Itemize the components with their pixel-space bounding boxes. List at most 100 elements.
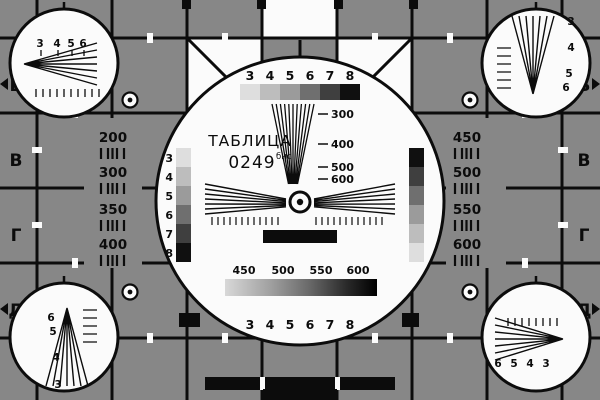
wedge-label: 600 xyxy=(331,173,354,186)
bottom-step-number: 3 xyxy=(246,317,255,332)
edge-marker-right-top xyxy=(592,78,600,90)
scale-grating-right xyxy=(453,148,480,266)
grayscale-step xyxy=(340,84,360,100)
row-letter-left-v: В xyxy=(10,151,23,171)
step-number: 7 xyxy=(326,68,335,83)
scale-label: 350 xyxy=(99,202,127,218)
scale-grating-left xyxy=(99,148,126,266)
registration-target xyxy=(121,283,139,301)
corner-number: 4 xyxy=(526,358,533,370)
side-strip-step xyxy=(409,148,424,167)
strip-number: 7 xyxy=(165,228,173,241)
corner-number: 3 xyxy=(542,358,549,370)
scale-label: 550 xyxy=(453,202,481,218)
corner-circle-tl: 3 4 5 6 xyxy=(8,7,120,119)
step-number: 3 xyxy=(246,68,255,83)
bottom-black-bar xyxy=(205,377,395,390)
bottom-bar-notch xyxy=(335,377,340,390)
grayscale-step xyxy=(280,84,300,100)
corner-number: 3 xyxy=(36,38,43,50)
black-square-left xyxy=(179,313,200,327)
tick-row-br xyxy=(507,318,558,326)
burst-label: 550 xyxy=(310,264,333,277)
burst-label: 600 xyxy=(347,264,370,277)
main-test-circle: 3 4 5 6 7 8 300 400 500 600 ТАБЛИЦА 0249… xyxy=(154,55,446,347)
scale-label: 450 xyxy=(453,130,481,146)
wedge-label: 300 xyxy=(331,108,354,121)
vertical-wedge-fan xyxy=(271,103,315,185)
side-strip-step xyxy=(176,148,191,167)
edge-marker-right-bottom xyxy=(592,303,600,315)
bottom-step-number: 8 xyxy=(346,317,355,332)
corner-circle xyxy=(480,281,592,393)
scale-label: 300 xyxy=(99,165,127,181)
bottom-step-number: 7 xyxy=(326,317,335,332)
registration-target xyxy=(121,91,139,109)
corner-number-ticks xyxy=(40,50,85,56)
burst-label: 500 xyxy=(272,264,295,277)
row-letter-right-v: В xyxy=(578,151,591,171)
side-strip-step xyxy=(176,167,191,186)
row-letter-right-g: Г xyxy=(579,226,590,246)
card-code-sup: бнс xyxy=(276,152,292,162)
side-strip-step xyxy=(409,243,424,262)
grayscale-step xyxy=(320,84,340,100)
strip-number: 4 xyxy=(165,171,173,184)
corner-circle-tr: 3 4 5 6 xyxy=(480,7,592,119)
corner-number: 5 xyxy=(67,38,74,50)
registration-targets xyxy=(121,91,479,301)
bottom-center-bar xyxy=(263,389,337,400)
top-castellations xyxy=(182,0,418,9)
frequency-scale-left: 200 300 350 400 xyxy=(99,130,127,266)
corner-number: 5 xyxy=(510,358,517,370)
corner-number: 6 xyxy=(562,82,569,94)
wedge-fan-br xyxy=(494,317,564,361)
wedge-fan-tr xyxy=(511,15,555,95)
corner-number: 5 xyxy=(49,326,56,338)
side-strip-step xyxy=(176,186,191,205)
step-number: 8 xyxy=(346,68,355,83)
strip-number: 3 xyxy=(165,152,173,165)
bottom-bar-notch xyxy=(260,377,265,390)
grayscale-step xyxy=(260,84,280,100)
corner-number: 6 xyxy=(47,312,54,324)
side-strip-step xyxy=(409,186,424,205)
step-number: 5 xyxy=(286,68,295,83)
wedge-fan-tl xyxy=(23,42,98,86)
wedge-label: 400 xyxy=(331,138,354,151)
row-letter-left-g: Г xyxy=(11,226,22,246)
line-comb-right xyxy=(315,217,383,225)
horizontal-wedge-right xyxy=(313,183,396,215)
side-strip-step xyxy=(176,205,191,224)
scale-label: 500 xyxy=(453,165,481,181)
side-strip-step xyxy=(176,243,191,262)
step-number: 4 xyxy=(266,68,275,83)
scale-label: 200 xyxy=(99,130,127,146)
corner-circle-bl: 6 5 4 3 xyxy=(8,281,120,393)
tick-row-bl xyxy=(83,309,97,343)
grayscale-step xyxy=(300,84,320,100)
tick-row-tr xyxy=(497,47,511,89)
black-reference-bar xyxy=(263,230,337,243)
side-strip-step xyxy=(176,224,191,243)
wedge-label: 500 xyxy=(331,161,354,174)
black-square-right xyxy=(402,313,419,327)
corner-number: 4 xyxy=(567,42,574,54)
burst-label: 450 xyxy=(233,264,256,277)
white-cell-top-center xyxy=(262,0,337,38)
side-strip-step xyxy=(409,224,424,243)
burst-strip xyxy=(225,279,377,296)
corner-circle-br: 6 5 4 3 xyxy=(480,281,592,393)
tick-row-tl xyxy=(35,89,100,97)
registration-target xyxy=(461,91,479,109)
step-number: 6 xyxy=(306,68,315,83)
bottom-bars xyxy=(205,377,395,400)
card-code: 0249 xyxy=(228,153,275,173)
strip-number: 5 xyxy=(165,190,173,203)
strip-number: 6 xyxy=(165,209,173,222)
line-comb-left xyxy=(211,217,279,225)
horizontal-wedge-left xyxy=(204,183,287,215)
bottom-step-number: 5 xyxy=(286,317,295,332)
strip-number: 8 xyxy=(165,247,173,260)
